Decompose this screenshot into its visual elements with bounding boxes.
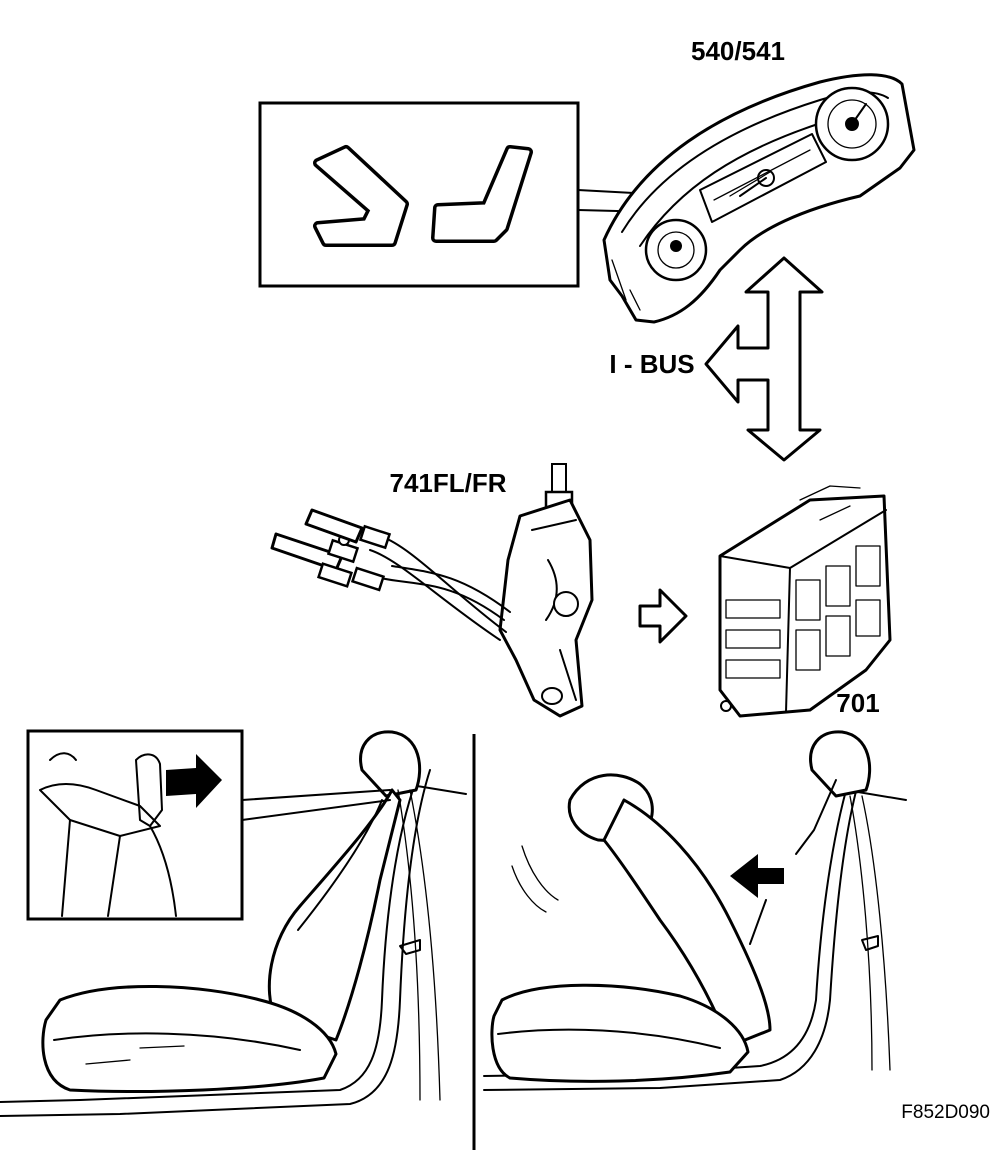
control-module-illustration xyxy=(718,485,892,718)
seat-folded-illustration xyxy=(483,730,907,1091)
instrument-cluster-label: 540/541 xyxy=(691,36,785,66)
pull-direction-arrow-icon xyxy=(166,754,222,808)
figure-code: F852D090 xyxy=(901,1102,990,1123)
instrument-cluster-illustration xyxy=(602,73,916,324)
seat-upright-symbol-icon xyxy=(431,145,533,243)
switch-label: 741FL/FR xyxy=(389,468,506,498)
signal-arrow-icon xyxy=(638,588,688,644)
seat-upright-illustration xyxy=(0,730,467,1117)
seat-switch-illustration xyxy=(270,463,594,718)
recline-lever-detail-inset xyxy=(26,729,391,921)
seat-symbol-inset xyxy=(258,101,739,288)
i-bus-label: I - BUS xyxy=(609,349,694,379)
control-module-label: 701 xyxy=(836,688,879,718)
i-bus-arrow-icon xyxy=(704,256,824,462)
seat-folded-symbol-icon xyxy=(313,145,409,247)
fold-direction-arrow-icon xyxy=(730,854,784,898)
